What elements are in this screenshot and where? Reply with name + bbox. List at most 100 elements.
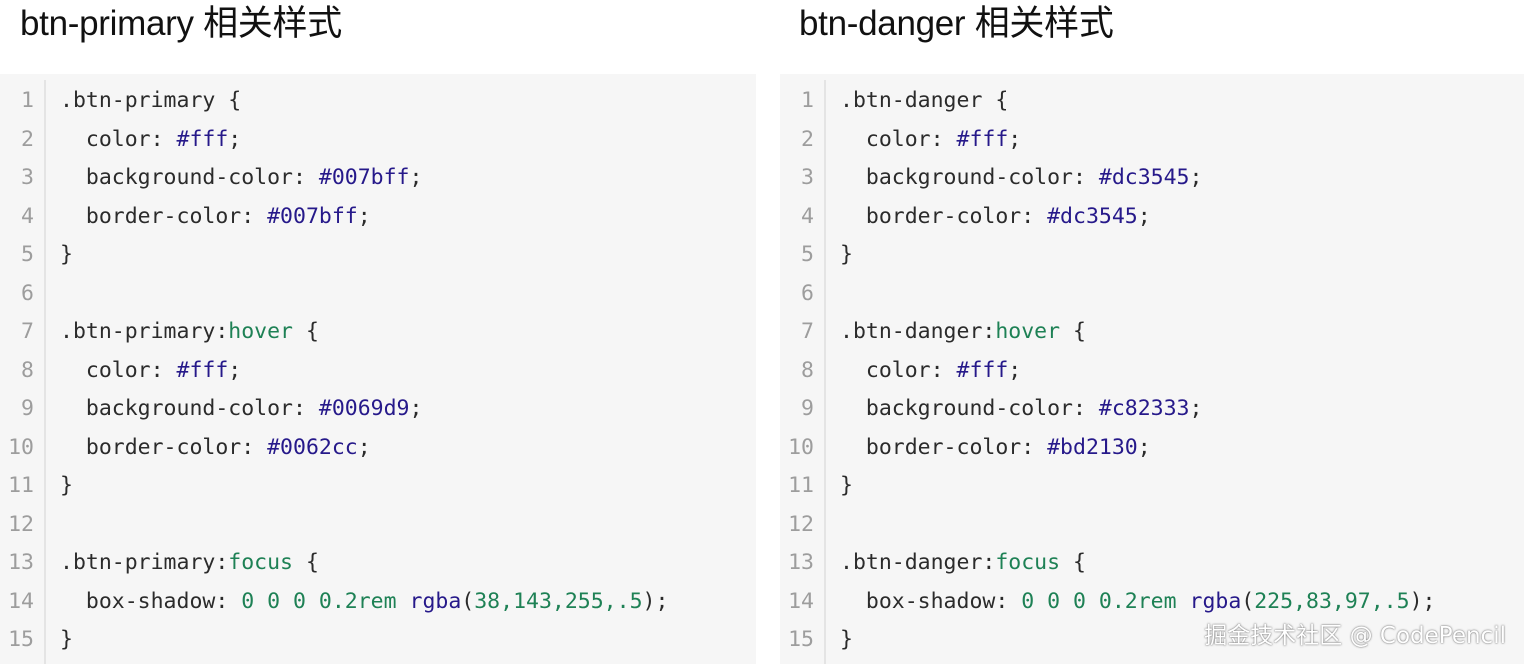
code-line: 6	[0, 275, 756, 313]
code-block[interactable]: 1.btn-primary {2 color: #fff;3 backgroun…	[0, 74, 756, 664]
code-line: 1.btn-danger {	[780, 82, 1524, 120]
line-number: 14	[8, 588, 34, 614]
code-token: box-shadow:	[60, 588, 242, 614]
line-code: border-color: #bd2130;	[840, 429, 1151, 467]
code-line: 2 color: #fff;	[0, 121, 756, 159]
code-token: #bd2130	[1047, 434, 1138, 460]
line-number: 1	[21, 88, 34, 113]
line-code: border-color: #dc3545;	[840, 198, 1151, 236]
code-token: .btn-danger:	[840, 550, 996, 575]
line-number: 10	[788, 434, 814, 460]
code-token: color:	[60, 126, 177, 152]
code-token: ;	[1189, 165, 1203, 190]
code-token: #dc3545	[1098, 165, 1190, 190]
code-token: ;	[1189, 396, 1203, 421]
code-token: ;	[409, 396, 423, 421]
code-line: 12	[0, 506, 756, 544]
code-token: ;	[1008, 126, 1022, 152]
line-number: 9	[21, 396, 34, 421]
code-token: ;	[228, 357, 242, 383]
code-token: focus	[995, 550, 1061, 575]
code-line: 12	[780, 506, 1524, 544]
line-number: 10	[8, 434, 34, 460]
code-token: #007bff	[267, 203, 358, 229]
code-token: }	[840, 473, 853, 498]
line-number: 2	[801, 126, 814, 152]
code-token: hover	[228, 319, 294, 344]
line-number: 11	[788, 473, 814, 498]
code-token: .btn-primary {	[60, 88, 242, 113]
code-line: 3 background-color: #dc3545;	[780, 159, 1524, 197]
code-token: ;	[1137, 203, 1151, 229]
code-token: ;	[357, 203, 371, 229]
code-line: 14 box-shadow: 0 0 0 0.2rem rgba(225,83,…	[780, 583, 1524, 621]
code-line: 14 box-shadow: 0 0 0 0.2rem rgba(38,143,…	[0, 583, 756, 621]
code-token: .btn-primary:	[60, 319, 229, 344]
code-token: (	[1241, 588, 1255, 614]
code-line: 5}	[780, 236, 1524, 274]
code-line: 5}	[0, 236, 756, 274]
line-code: color: #fff;	[60, 121, 241, 159]
code-line: 10 border-color: #0062cc;	[0, 429, 756, 467]
line-number: 12	[788, 511, 814, 537]
code-token: background-color:	[60, 165, 319, 190]
line-number: 8	[801, 357, 814, 383]
code-token: 38,143,255,.5	[474, 588, 643, 614]
line-number: 9	[801, 396, 814, 421]
line-code: color: #fff;	[60, 352, 241, 390]
line-code: .btn-primary {	[60, 82, 241, 120]
line-code: }	[840, 236, 853, 274]
code-token: }	[60, 627, 73, 652]
line-code: background-color: #0069d9;	[60, 390, 423, 428]
code-line: 7.btn-primary:hover {	[0, 313, 756, 351]
code-token: );	[1409, 588, 1436, 614]
line-number: 15	[8, 627, 34, 652]
line-number: 13	[788, 550, 814, 575]
line-code: box-shadow: 0 0 0 0.2rem rgba(225,83,97,…	[840, 583, 1436, 621]
code-token: #fff	[956, 357, 1009, 383]
code-token: border-color:	[840, 434, 1048, 460]
line-number: 3	[801, 165, 814, 190]
code-token: 0 0 0 0.2rem	[1021, 588, 1190, 614]
code-token: color:	[60, 357, 177, 383]
code-token: ;	[1008, 357, 1022, 383]
code-token: color:	[840, 357, 957, 383]
code-line: 8 color: #fff;	[780, 352, 1524, 390]
code-token: border-color:	[60, 434, 268, 460]
code-token: rgba	[1189, 588, 1242, 614]
code-token: }	[60, 242, 73, 267]
line-number: 5	[21, 242, 34, 267]
code-block[interactable]: 1.btn-danger {2 color: #fff;3 background…	[780, 74, 1524, 664]
code-token: color:	[840, 126, 957, 152]
code-line: 10 border-color: #bd2130;	[780, 429, 1524, 467]
code-token: );	[642, 588, 669, 614]
code-line: 15}	[780, 621, 1524, 659]
watermark-text: 掘金技术社区 @ CodePencil	[1204, 623, 1506, 649]
code-line: 1 .btn-primary {	[0, 82, 756, 120]
code-token: background-color:	[840, 396, 1099, 421]
line-number: 2	[21, 126, 34, 152]
line-code: .btn-primary:hover {	[60, 313, 319, 351]
line-number: 15	[788, 627, 814, 652]
code-line: 7.btn-danger:hover {	[780, 313, 1524, 351]
line-code: }	[840, 621, 853, 659]
line-code: background-color: #c82333;	[840, 390, 1203, 428]
line-number: 12	[8, 511, 34, 537]
line-number: 11	[8, 473, 34, 498]
code-token: #0069d9	[318, 396, 410, 421]
code-line: 4 border-color: #dc3545;	[780, 198, 1524, 236]
code-token: background-color:	[840, 165, 1099, 190]
code-token: #fff	[956, 126, 1009, 152]
code-token: background-color:	[60, 396, 319, 421]
code-token: ;	[409, 165, 423, 190]
line-number: 13	[8, 550, 34, 575]
code-token: {	[1060, 319, 1086, 344]
code-token: ;	[228, 126, 242, 152]
code-token: border-color:	[60, 203, 268, 229]
code-token: }	[60, 473, 73, 498]
code-token: box-shadow:	[840, 588, 1022, 614]
line-code: .btn-primary:focus {	[60, 544, 319, 582]
line-code: }	[840, 467, 853, 505]
code-token: ;	[1137, 434, 1151, 460]
code-token: {	[293, 319, 319, 344]
